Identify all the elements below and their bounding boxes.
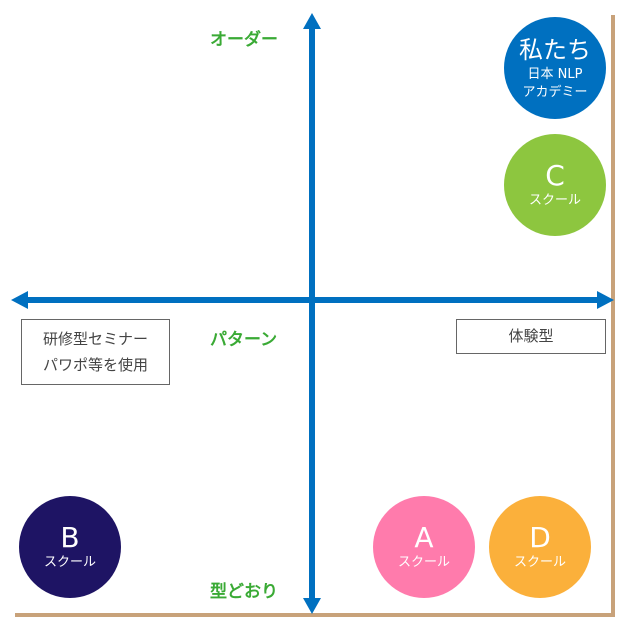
circle-title: 私たち <box>519 36 591 64</box>
circle-line: スクール <box>513 555 566 570</box>
vertical-axis <box>303 13 321 614</box>
left-label-line-2: パワポ等を使用 <box>42 356 148 374</box>
circle-line: スクール <box>43 555 96 570</box>
circle-line: 日本 NLP <box>527 67 583 82</box>
circle-line: スクール <box>528 193 581 208</box>
axis-label-top: オーダー <box>210 30 278 50</box>
circle-title: A <box>414 521 434 554</box>
circle-d: D スクール <box>489 496 591 598</box>
arrow-down-icon <box>303 598 321 614</box>
circle-a: A スクール <box>373 496 475 598</box>
circle-title: D <box>529 521 551 554</box>
left-label-line-1: 研修型セミナー <box>42 330 148 348</box>
right-quadrant-label: 体験型 <box>456 319 606 354</box>
arrow-right-icon <box>597 291 614 309</box>
circle-title: B <box>60 521 80 554</box>
arrow-up-icon <box>303 13 321 29</box>
horizontal-axis <box>11 291 614 309</box>
circle-line: アカデミー <box>522 85 588 100</box>
circle-b: B スクール <box>19 496 121 598</box>
axis-label-bottom: 型どおり <box>210 582 278 602</box>
frame-bottom-border <box>15 613 615 617</box>
frame-right-border <box>611 15 615 617</box>
circle-title: C <box>545 159 565 192</box>
arrow-left-icon <box>11 291 28 309</box>
left-quadrant-label: 研修型セミナー パワポ等を使用 <box>21 319 170 385</box>
axis-label-center: パターン <box>210 330 278 350</box>
circle-us: 私たち 日本 NLP アカデミー <box>504 17 606 119</box>
circle-line: スクール <box>397 555 450 570</box>
circle-c: C スクール <box>504 134 606 236</box>
